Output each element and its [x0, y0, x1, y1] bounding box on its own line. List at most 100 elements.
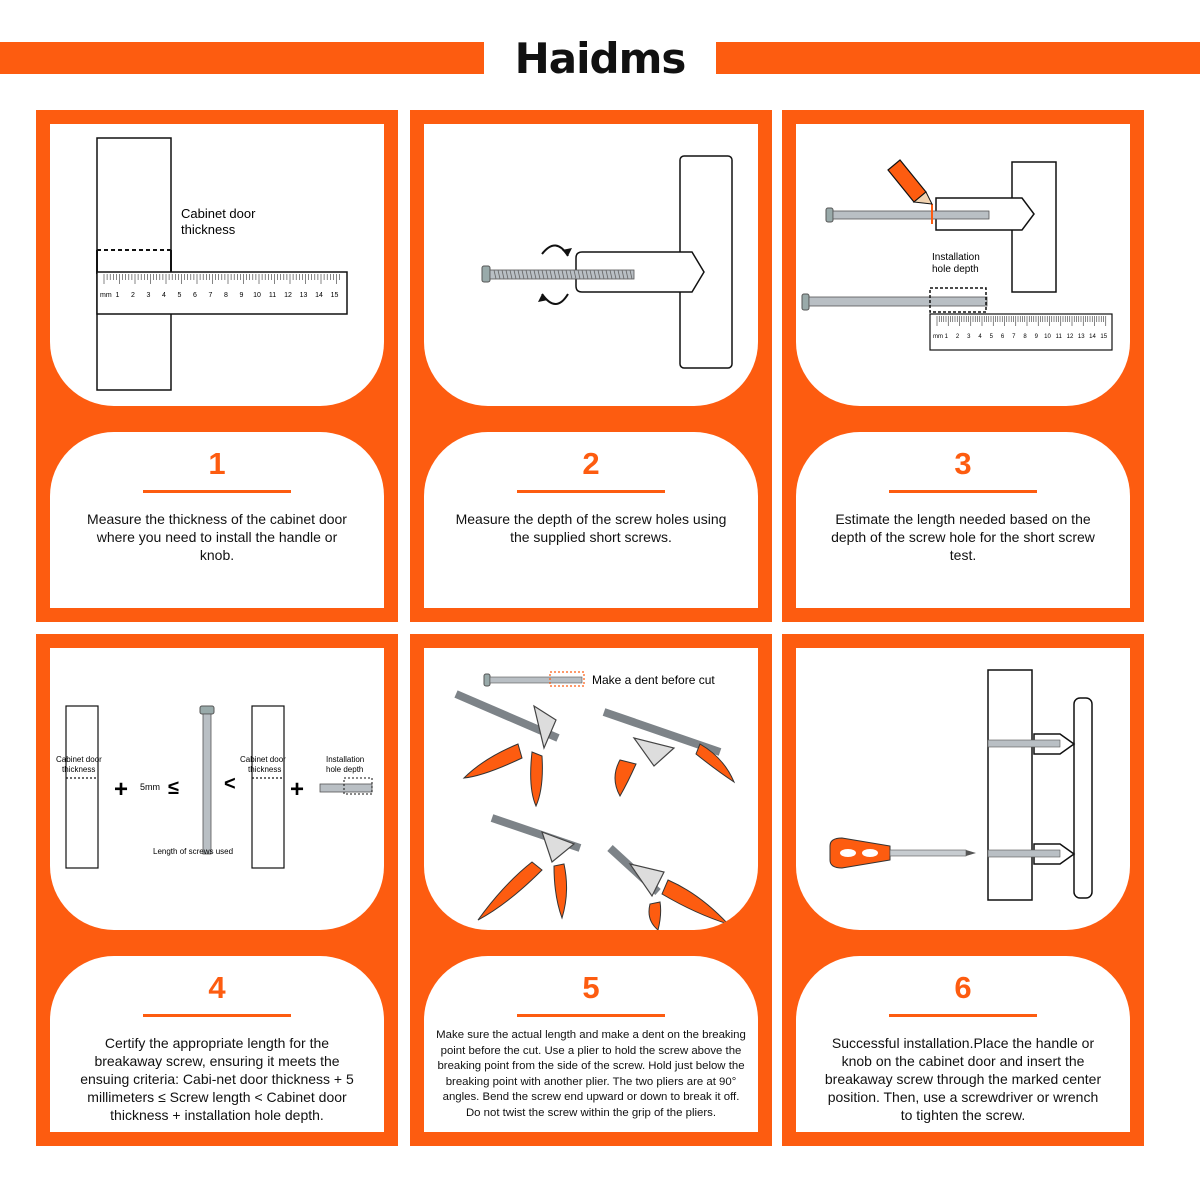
ruler-unit-label: mm — [100, 292, 112, 299]
step-2-description: Measure the depth of the screw holes usi… — [455, 511, 727, 545]
screw-thread — [613, 269, 617, 280]
screw-thread — [565, 269, 569, 280]
ruler-tick-label: 15 — [1100, 334, 1107, 340]
screw-thread — [537, 269, 541, 280]
ruler-tick-label: 13 — [1078, 334, 1085, 340]
ruler-tick-label: 3 — [147, 292, 151, 299]
step-5-text-panel: 5 Make sure the actual length and make a… — [424, 956, 758, 1132]
screw-thread — [497, 269, 501, 280]
ruler-tick-label: 6 — [1001, 334, 1005, 340]
screw-length-label: Length of screws used — [153, 847, 233, 856]
step-3-description: Estimate the length needed based on the … — [831, 511, 1095, 563]
less-or-equal-sign: ≤ — [168, 777, 179, 799]
screw-thread — [617, 269, 621, 280]
ruler-tick-label: 1 — [116, 292, 120, 299]
step-1-underline — [143, 490, 291, 493]
screw-thread — [569, 269, 573, 280]
step-2-underline — [517, 490, 665, 493]
step-card-4: Cabinet door thickness + 5mm ≤ Length of… — [36, 634, 398, 1146]
screw-thread — [577, 269, 581, 280]
screw-thread — [573, 269, 577, 280]
brand-logo-text: Haidms — [514, 33, 687, 83]
ruler-tick-label: 7 — [1012, 334, 1016, 340]
screw-thread — [585, 269, 589, 280]
step-2-illustration — [424, 124, 758, 406]
step-2-text-panel: 2 Measure the depth of the screw holes u… — [424, 432, 758, 608]
ruler-tick-label: 11 — [1056, 334, 1063, 340]
screw-thread — [525, 269, 529, 280]
screwdriver-icon — [829, 837, 976, 869]
screw-thread — [625, 269, 629, 280]
ruler-tick-label: 15 — [331, 292, 339, 299]
screw-thread — [521, 269, 525, 280]
hole-depth-label-line2: hole depth — [932, 264, 979, 275]
screw-thread — [553, 269, 557, 280]
ruler-tick-label: 10 — [253, 292, 261, 299]
plier-pair-top-right — [602, 708, 736, 798]
screw-thread — [501, 269, 505, 280]
door-b-label-line1: Cabinet door — [240, 755, 286, 764]
plus-sign-1: + — [114, 776, 128, 803]
ruler-tick-label: 2 — [956, 334, 960, 340]
screw-thread — [601, 269, 605, 280]
step-4-illustration: Cabinet door thickness + 5mm ≤ Length of… — [50, 648, 384, 930]
plier-pair-bottom-right — [607, 845, 730, 930]
screw-thread — [609, 269, 613, 280]
five-mm-label: 5mm — [140, 782, 160, 792]
screw-thread — [493, 269, 497, 280]
step-6-description: Successful installation.Place the handle… — [824, 1035, 1102, 1123]
brand-logo: Haidms — [484, 30, 716, 86]
header-bar-right — [716, 42, 1200, 74]
step-card-2: 2 Measure the depth of the screw holes u… — [410, 110, 772, 622]
ruler-tick-label: 9 — [1035, 334, 1039, 340]
length-criteria-diagram: Cabinet door thickness + 5mm ≤ Length of… — [56, 705, 373, 869]
hole-depth-label-line1: Installation — [932, 252, 980, 263]
screw-thread — [581, 269, 585, 280]
door-thickness-label-line1: Cabinet door — [181, 206, 256, 221]
door-a-label-line2: thickness — [62, 765, 95, 774]
step-5-number: 5 — [582, 970, 600, 1005]
plier-pair-top-left — [454, 690, 560, 808]
pencil-icon — [887, 159, 933, 205]
dent-label: Make a dent before cut — [592, 673, 715, 687]
step-5-underline — [517, 1014, 665, 1017]
screw-thread — [505, 269, 509, 280]
screw-thread — [549, 269, 553, 280]
ruler-tick-label: 5 — [990, 334, 994, 340]
hole-label-line2: hole depth — [326, 765, 363, 774]
step-4-description: Certify the appropriate length for the b… — [80, 1035, 354, 1123]
ruler-tick-label: 14 — [315, 292, 323, 299]
plier-cut-diagram: Make a dent before cut — [454, 671, 736, 930]
step-card-5: Make a dent before cut — [410, 634, 772, 1146]
ruler-tick-label: 14 — [1089, 334, 1096, 340]
step-5-illustration: Make a dent before cut — [424, 648, 758, 930]
ruler-tick-label: 4 — [978, 334, 982, 340]
step-6-illustration — [796, 648, 1130, 930]
step-3-number: 3 — [954, 446, 972, 481]
step-4-text-panel: 4 Certify the appropriate length for the… — [50, 956, 384, 1132]
screw-thread — [557, 269, 561, 280]
step-1-text-panel: 1 Measure the thickness of the cabinet d… — [50, 432, 384, 608]
step-4-underline — [143, 1014, 291, 1017]
step-2-number: 2 — [582, 446, 600, 481]
step-1-number: 1 — [208, 446, 226, 481]
step-1-description: Measure the thickness of the cabinet doo… — [87, 511, 347, 563]
ruler-tick-label: 7 — [209, 292, 213, 299]
screw-thread — [629, 269, 633, 280]
screw-thread — [605, 269, 609, 280]
step-4-number: 4 — [208, 970, 226, 1005]
screw-thread — [529, 269, 533, 280]
screw-thread — [597, 269, 601, 280]
screw-depth-diagram — [481, 155, 733, 369]
less-than-sign: < — [224, 773, 236, 795]
step-6-number: 6 — [954, 970, 972, 1005]
ruler-tick-label: 5 — [178, 292, 182, 299]
ruler-tick-label: 6 — [193, 292, 197, 299]
plier-pair-bottom-left — [477, 814, 582, 921]
